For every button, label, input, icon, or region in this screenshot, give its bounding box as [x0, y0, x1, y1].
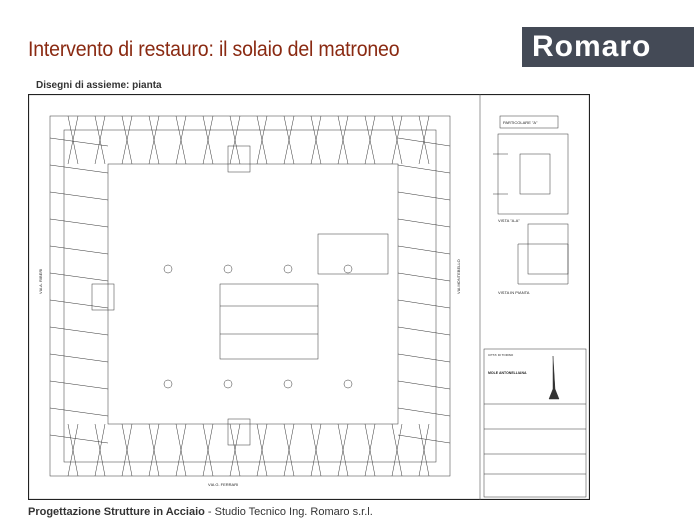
floor-plan: [49, 115, 451, 477]
footer-rest: - Studio Tecnico Ing. Romaro s.r.l.: [204, 506, 373, 518]
slide-title: Intervento di restauro: il solaio del ma…: [28, 38, 400, 61]
detail-title: PARTICOLARE "A": [503, 120, 538, 125]
street-label-bottom: VIA G. FERRARI: [208, 482, 238, 487]
detail-section: [493, 115, 569, 285]
street-label-left: VIA A. RIBERI: [38, 269, 43, 294]
street-label-right: VIA MONTEBELLO: [456, 259, 461, 294]
footer: Progettazione Strutture in Acciaio - Stu…: [28, 506, 373, 518]
mole-antonelliana-icon: [548, 355, 560, 400]
footer-bold: Progettazione Strutture in Acciaio: [28, 506, 205, 518]
drawing-frame: [28, 94, 590, 500]
title-block: [483, 348, 587, 498]
view-plan-label: VISTA IN PIANTA: [498, 290, 530, 295]
title-block-city: CITTA' DI TORINO: [488, 353, 514, 357]
detail-label-box: [499, 115, 559, 129]
view-aa-label: VISTA "A-A": [498, 218, 520, 223]
romaro-logo: Romaro: [522, 27, 694, 67]
technical-drawing: VIA G. FERRARI VIA A. RIBERI VIA MONTEBE…: [28, 94, 590, 500]
slide-subtitle: Disegni di assieme: pianta: [36, 80, 162, 91]
title-block-name: MOLE ANTONELLIANA: [488, 371, 527, 375]
